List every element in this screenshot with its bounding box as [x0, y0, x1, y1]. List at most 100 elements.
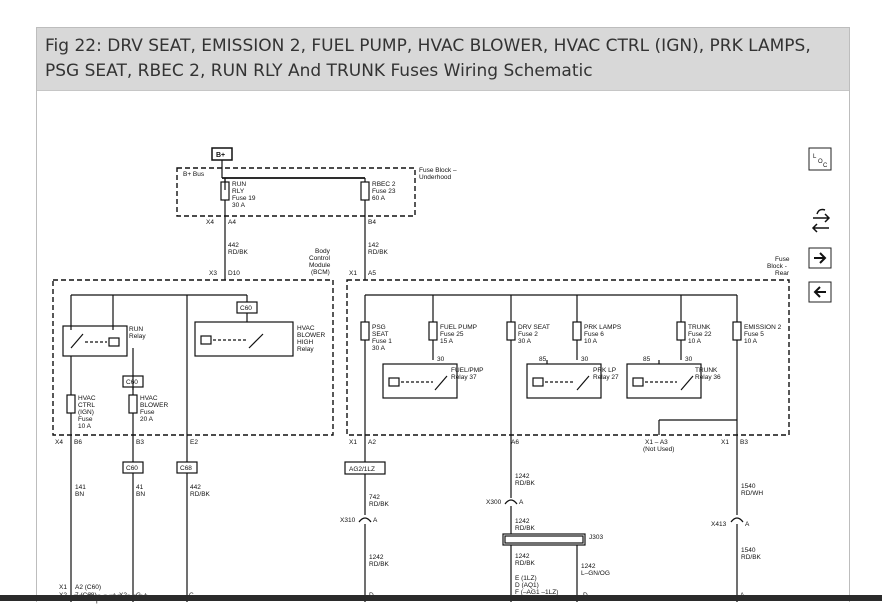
hvac-blower-label-4: 20 A: [140, 416, 154, 423]
svg-text:C: C: [823, 163, 828, 169]
pin-x1: X1: [349, 439, 357, 446]
wire-color: RD/BK: [368, 249, 389, 256]
wire-color: RD/BK: [190, 491, 211, 498]
svg-text:O: O: [818, 159, 823, 165]
run-rly-label-3: Fuse 19: [232, 195, 256, 202]
arrow-right-button[interactable]: [808, 247, 832, 269]
connector-x413: X413: [711, 521, 727, 528]
trunk-label-3: 10 A: [688, 338, 702, 345]
hvac-blower-label-3: Fuse: [140, 409, 155, 416]
wire-1540: 1540: [741, 483, 756, 490]
prk-lamps-label-2: Fuse 6: [584, 331, 604, 338]
pin-a: A: [745, 521, 750, 528]
connector-x310: X310: [340, 517, 356, 524]
bplus-bus-label: B+ Bus: [183, 171, 205, 178]
fuel-pump-label-2: Fuse 25: [440, 331, 464, 338]
hvac-ctrl-label-1: HVAC: [78, 395, 96, 402]
wire-1242: 1242: [581, 563, 596, 570]
pin-x1: X1: [721, 439, 729, 446]
fuse-rbec2: [360, 181, 370, 201]
hvac-ctrl-label-2: CTRL: [78, 402, 95, 409]
fuse-block-underhood-label: Fuse Block –: [419, 167, 457, 174]
wire-color: RD/BK: [369, 561, 390, 568]
wire-1242: 1242: [515, 553, 530, 560]
emission-label-1: EMISSION 2: [744, 324, 782, 331]
prk-lamp-relay: [526, 363, 602, 399]
wire-141: 141: [75, 484, 86, 491]
hvac-ctrl-label-5: 10 A: [78, 423, 92, 430]
fuse-block-rear-label-2: Block -: [767, 263, 787, 270]
bplus-label: B+: [216, 152, 225, 159]
pin-30: 30: [437, 356, 445, 363]
fuel-pump-label-1: FUEL PUMP: [440, 324, 477, 331]
svg-text:L: L: [813, 154, 817, 160]
wire-color: RD/BK: [369, 501, 390, 508]
pin-x1-a3: X1 – A3: [645, 439, 668, 446]
pin-d10: D10: [228, 270, 240, 277]
wire-color: BN: [136, 491, 145, 498]
figure-title: Fig 22: DRV SEAT, EMISSION 2, FUEL PUMP,…: [45, 36, 811, 81]
trunk-label-1: TRUNK: [688, 324, 711, 331]
wire-142: 142: [368, 242, 379, 249]
prk-lamps-label-1: PRK LAMPS: [584, 324, 622, 331]
hvac-ctrl-label-4: Fuse: [78, 416, 93, 423]
fuel-relay-label-2: Relay 37: [451, 374, 477, 381]
rbec-label-2: Fuse 23: [372, 188, 396, 195]
wire-1242: 1242: [369, 554, 384, 561]
wire-1242: 1242: [515, 518, 530, 525]
trunk-relay: [626, 363, 702, 399]
prk-relay-label-1: PRK LP: [593, 367, 616, 374]
fuel-pump-label-3: 15 A: [440, 338, 454, 345]
hvac-relay-label-4: Relay: [297, 346, 314, 353]
hvac-blower-label-2: BLOWER: [140, 402, 168, 409]
psg-label-4: 30 A: [372, 345, 386, 352]
pin-30: 30: [581, 356, 589, 363]
psg-label-3: Fuse 1: [372, 338, 392, 345]
wire-41: 41: [136, 484, 144, 491]
pin-b3: B3: [740, 439, 748, 446]
wire-color: RD/BK: [515, 560, 536, 567]
arrow-left-button[interactable]: [808, 281, 832, 303]
loc-button[interactable]: L O C: [808, 147, 832, 171]
fuse-block-rear-label-3: Rear: [775, 270, 790, 277]
fuse-hvac-blower: [128, 394, 138, 414]
hvac-relay-label-1: HVAC: [297, 325, 315, 332]
trunk-relay-label-1: TRUNK: [695, 367, 718, 374]
pin-x3: X3: [209, 270, 217, 277]
connector-c60: C60: [126, 465, 138, 472]
figure-frame: Fig 22: DRV SEAT, EMISSION 2, FUEL PUMP,…: [36, 27, 850, 602]
pin-a: A: [519, 499, 524, 506]
swap-connector-icon[interactable]: [811, 208, 831, 233]
pin-x4: X4: [55, 439, 63, 446]
wire-color: RD/BK: [741, 554, 762, 561]
fuse-block-underhood: [176, 167, 416, 217]
pin-a: A: [373, 517, 378, 524]
pin-b4: B4: [368, 219, 376, 226]
connector-c60: C60: [126, 379, 138, 386]
psg-label-1: PSG: [372, 324, 386, 331]
fuel-pump-relay: [382, 363, 458, 399]
wire-color: L–GN/OG: [581, 570, 610, 577]
connector-x300: X300: [486, 499, 502, 506]
bcm-label-4: (BCM): [311, 269, 330, 276]
fuse-block-underhood-label-2: Underhood: [419, 174, 452, 181]
hvac-blower-label-1: HVAC: [140, 395, 158, 402]
connector-c68: C68: [180, 465, 192, 472]
pin-d-aq1: D (AQ1): [515, 582, 539, 589]
figure-header: Fig 22: DRV SEAT, EMISSION 2, FUEL PUMP,…: [37, 28, 849, 91]
pin-a6: A6: [511, 439, 519, 446]
emission-label-2: Fuse 5: [744, 331, 764, 338]
wire-color: RD/BK: [228, 249, 249, 256]
wire-1242: 1242: [515, 473, 530, 480]
bcm-label-1: Body: [315, 248, 331, 255]
fuse-fuel-pump: [428, 321, 438, 341]
wire-1540: 1540: [741, 547, 756, 554]
drv-seat-label-2: Fuse 2: [518, 331, 538, 338]
pin-85: 85: [539, 356, 547, 363]
pin-a4: A4: [228, 219, 236, 226]
wire-color: RD/BK: [515, 480, 536, 487]
rbec-label-1: RBEC 2: [372, 181, 396, 188]
run-rly-label-2: RLY: [232, 188, 245, 195]
pin-a5: A5: [368, 270, 376, 277]
drv-seat-label-1: DRV SEAT: [518, 324, 550, 331]
